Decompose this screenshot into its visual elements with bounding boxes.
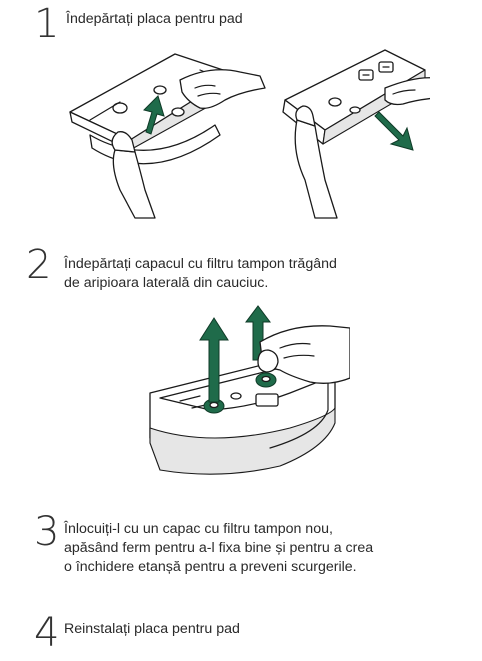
step-3-text-line-2: apăsând ferm pentru a-l fixa bine și pen… (64, 539, 373, 558)
step-1-illustration (60, 40, 430, 220)
step-3-text-line-1: Înlocuiți-l cu un capac cu filtru tampon… (64, 520, 333, 539)
pad-plate-left-view (70, 54, 265, 218)
step-2-text-line-1: Îndepărtați capacul cu filtru tampon tră… (64, 255, 337, 274)
step-3-number: 3 (34, 512, 59, 552)
step-4-text: Reinstalați placa pentru pad (64, 620, 240, 639)
step-1-number: 1 (34, 4, 59, 44)
step-3-text-line-3: o închidere etanșă pentru a preveni scur… (64, 558, 357, 577)
step-4-number: 4 (34, 613, 59, 653)
step-2-illustration (140, 298, 350, 478)
step-1-text: Îndepărtați placa pentru pad (66, 10, 243, 29)
pad-plate-right-view (283, 50, 430, 218)
step-2-number: 2 (26, 245, 51, 285)
step-2-text-line-2: de aripioara laterală din cauciuc. (64, 274, 268, 293)
